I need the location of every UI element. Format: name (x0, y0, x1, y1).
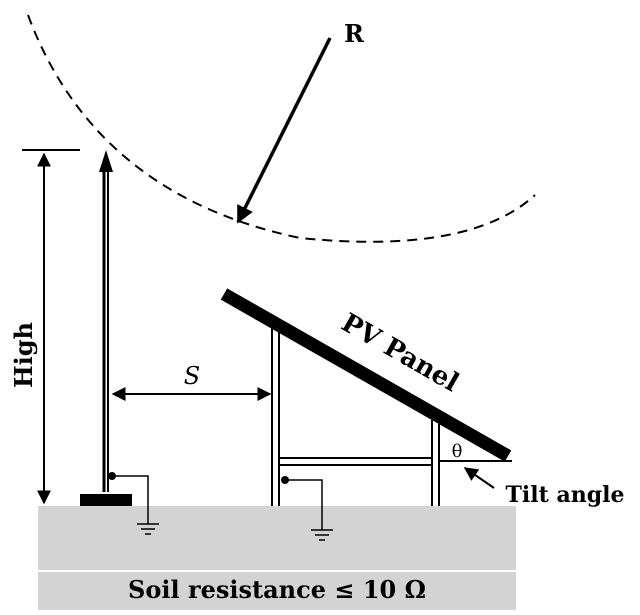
rod-ground-wire (112, 475, 149, 524)
soil-resistance-label: Soil resistance ≤ 10 Ω (128, 575, 426, 604)
radius-arrow (236, 37, 332, 224)
panel-frame (271, 328, 512, 506)
ground-symbol-icon (311, 529, 333, 541)
spacing-label: S (184, 362, 200, 390)
radius-label: R (344, 19, 365, 48)
pv-panel (220, 288, 512, 462)
ground-layer (38, 506, 516, 570)
tilt-angle-label: Tilt angle (506, 482, 625, 508)
theta-label: θ (452, 441, 463, 462)
rod-tip-icon (99, 150, 113, 172)
ground-symbol-icon (137, 523, 159, 535)
pv-panel-label: PV Panel (336, 308, 464, 398)
height-label: High (9, 322, 38, 388)
soil-bar (38, 572, 516, 610)
frame-ground-wire (285, 479, 323, 530)
rod-base (80, 494, 132, 506)
tilt-angle-arrow (463, 467, 495, 489)
rolling-sphere-arc (27, 14, 536, 243)
